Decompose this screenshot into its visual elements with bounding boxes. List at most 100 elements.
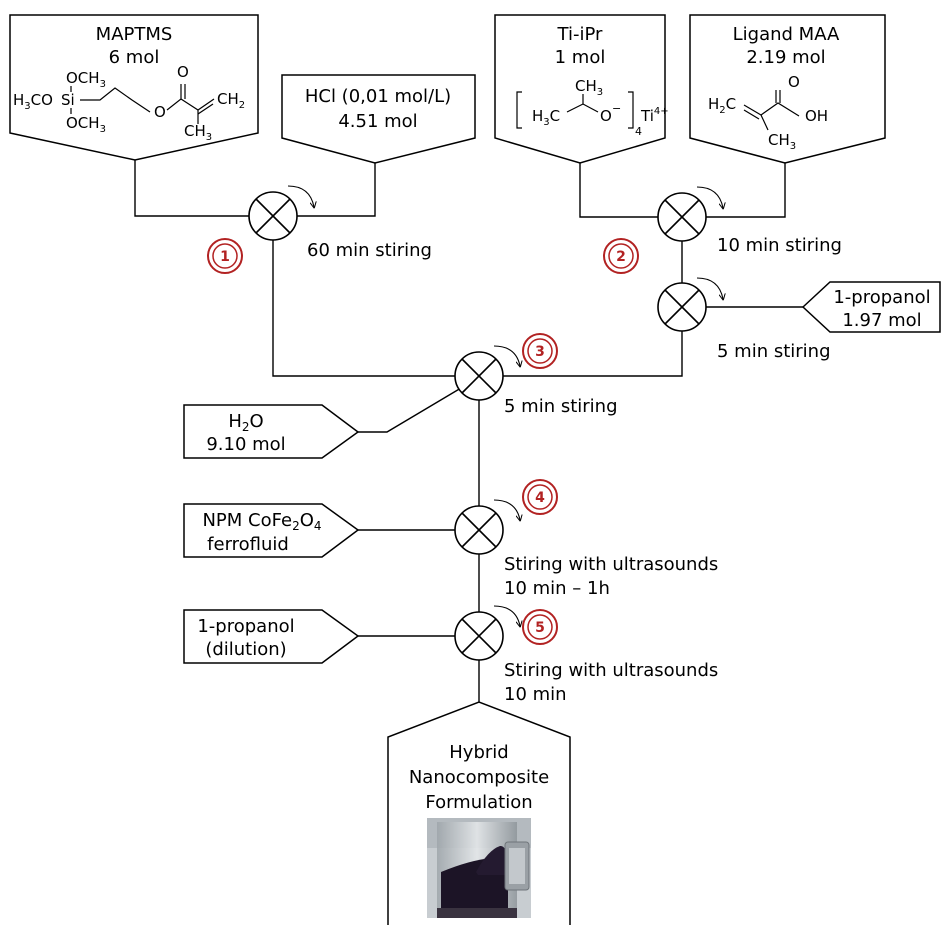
tiipr-box <box>494 14 666 164</box>
svg-text:CH3: CH3 <box>575 77 603 98</box>
line-tiipr-to-mixer2 <box>579 163 658 218</box>
svg-text:CH3: CH3 <box>768 131 796 152</box>
svg-text:−: − <box>612 102 621 115</box>
stir-arrow-4-icon <box>493 499 520 520</box>
propanol-box <box>801 281 941 333</box>
line-mixer1-to-mixer3 <box>272 240 455 377</box>
mixer-5 <box>454 611 504 661</box>
tiipr-structure: CH3 H3C O − 4 Ti4+ <box>516 77 669 138</box>
input-tiipr: Ti-iPr 1 mol CH3 H3C O − 4 Ti4+ <box>494 14 669 164</box>
tiipr-name: Ti-iPr <box>557 24 603 45</box>
mixers <box>248 191 707 661</box>
step-labels: 60 min stiring 10 min stiring 5 min stir… <box>307 235 842 705</box>
output-line-1: Hybrid <box>449 742 508 763</box>
propanol-amount: 1.97 mol <box>842 310 921 331</box>
svg-text:1: 1 <box>220 249 230 265</box>
svg-text:3: 3 <box>535 344 545 360</box>
maptms-box <box>9 14 259 161</box>
mixer-3 <box>454 351 504 401</box>
stir-arrow-2-icon <box>696 186 723 208</box>
svg-text:CH3: CH3 <box>184 122 212 143</box>
mixer-1 <box>248 191 298 241</box>
line-maptms-to-mixer1 <box>134 160 249 217</box>
input-water: H2O 9.10 mol <box>183 404 360 459</box>
ferrofluid-label: ferrofluid <box>207 534 289 555</box>
input-hcl: HCl (0,01 mol/L) 4.51 mol <box>281 74 476 164</box>
line-mixer2b-to-mixer3 <box>503 331 683 377</box>
water-box <box>183 404 360 459</box>
hcl-box <box>281 74 476 164</box>
ferrofluid-box <box>183 503 360 558</box>
svg-text:5: 5 <box>535 620 545 636</box>
svg-text:4: 4 <box>535 490 545 506</box>
output-line-3: Formulation <box>425 792 532 813</box>
svg-text:OH: OH <box>805 107 828 125</box>
svg-text:OCH3: OCH3 <box>66 114 106 135</box>
step-4-label-2: 10 min – 1h <box>504 578 610 599</box>
svg-text:O: O <box>177 63 189 81</box>
svg-text:H3C: H3C <box>532 107 560 128</box>
step-2-label: 10 min stiring <box>717 235 842 256</box>
step-badge-3: 3 <box>522 333 558 369</box>
input-ferrofluid: NPM CoFe2O4 ferrofluid <box>183 503 360 558</box>
step-5-label-2: 10 min <box>504 684 567 705</box>
input-1-propanol: 1-propanol 1.97 mol <box>801 281 941 333</box>
step-badge-5: 5 <box>522 609 558 645</box>
maptms-name: MAPTMS <box>96 24 173 45</box>
maptms-amount: 6 mol <box>109 47 160 68</box>
step-5-label-1: Stiring with ultrasounds <box>504 660 718 681</box>
vial-photo <box>427 818 531 918</box>
ferrofluid-name: NPM CoFe2O4 <box>202 510 321 533</box>
ligand-amount: 2.19 mol <box>746 47 825 68</box>
svg-text:H3CO: H3CO <box>13 91 53 112</box>
svg-text:2: 2 <box>616 249 626 265</box>
stir-arrow-1-icon <box>287 185 314 207</box>
input-propanol-dilution: 1-propanol (dilution) <box>183 609 360 664</box>
svg-text:4: 4 <box>635 125 642 138</box>
step-badges: 1 2 3 4 5 <box>207 238 639 645</box>
svg-text:CH2: CH2 <box>217 90 245 111</box>
flow-lines <box>134 160 803 702</box>
hcl-name: HCl (0,01 mol/L) <box>305 86 451 107</box>
stirring-arrows <box>287 185 723 626</box>
line-ligand-to-mixer2 <box>706 163 786 218</box>
step-2b-label: 5 min stiring <box>717 341 831 362</box>
input-ligand-maa: Ligand MAA 2.19 mol H2C O OH CH3 <box>689 14 886 164</box>
line-hcl-to-mixer1 <box>297 163 376 217</box>
output-line-2: Nanocomposite <box>409 767 549 788</box>
step-badge-4: 4 <box>522 479 558 515</box>
ligand-name: Ligand MAA <box>733 24 840 45</box>
output-formulation: Hybrid Nanocomposite Formulation <box>387 701 571 925</box>
maptms-structure: OCH3 H3CO Si OCH3 O O CH2 CH3 <box>13 63 245 143</box>
water-formula: H2O <box>228 411 263 434</box>
tiipr-amount: 1 mol <box>555 47 606 68</box>
step-badge-2: 2 <box>603 238 639 274</box>
propanol-name: 1-propanol <box>833 287 930 308</box>
stir-arrow-2b-icon <box>696 277 723 299</box>
hcl-amount: 4.51 mol <box>338 111 417 132</box>
dilution-note: (dilution) <box>205 639 286 660</box>
step-1-label: 60 min stiring <box>307 240 432 261</box>
step-badge-1: 1 <box>207 238 243 274</box>
stir-arrow-5-icon <box>493 605 520 626</box>
line-water-to-mixer3 <box>358 387 462 433</box>
input-maptms: MAPTMS 6 mol OCH3 H3CO Si OCH3 O O CH2 C… <box>9 14 259 161</box>
mixer-4 <box>454 505 504 555</box>
mixer-2 <box>657 192 707 242</box>
svg-text:Ti4+: Ti4+ <box>640 106 669 125</box>
ligand-box <box>689 14 886 164</box>
water-amount: 9.10 mol <box>206 434 285 455</box>
svg-text:O: O <box>600 107 612 125</box>
dilution-box <box>183 609 360 664</box>
step-3-label: 5 min stiring <box>504 396 618 417</box>
svg-text:H2C: H2C <box>708 95 736 116</box>
svg-text:O: O <box>788 73 800 91</box>
mixer-2b <box>657 282 707 332</box>
dilution-name: 1-propanol <box>197 616 294 637</box>
svg-text:OCH3: OCH3 <box>66 69 106 90</box>
svg-text:Si: Si <box>61 91 75 109</box>
stir-arrow-3-icon <box>493 345 520 366</box>
step-4-label-1: Stiring with ultrasounds <box>504 554 718 575</box>
